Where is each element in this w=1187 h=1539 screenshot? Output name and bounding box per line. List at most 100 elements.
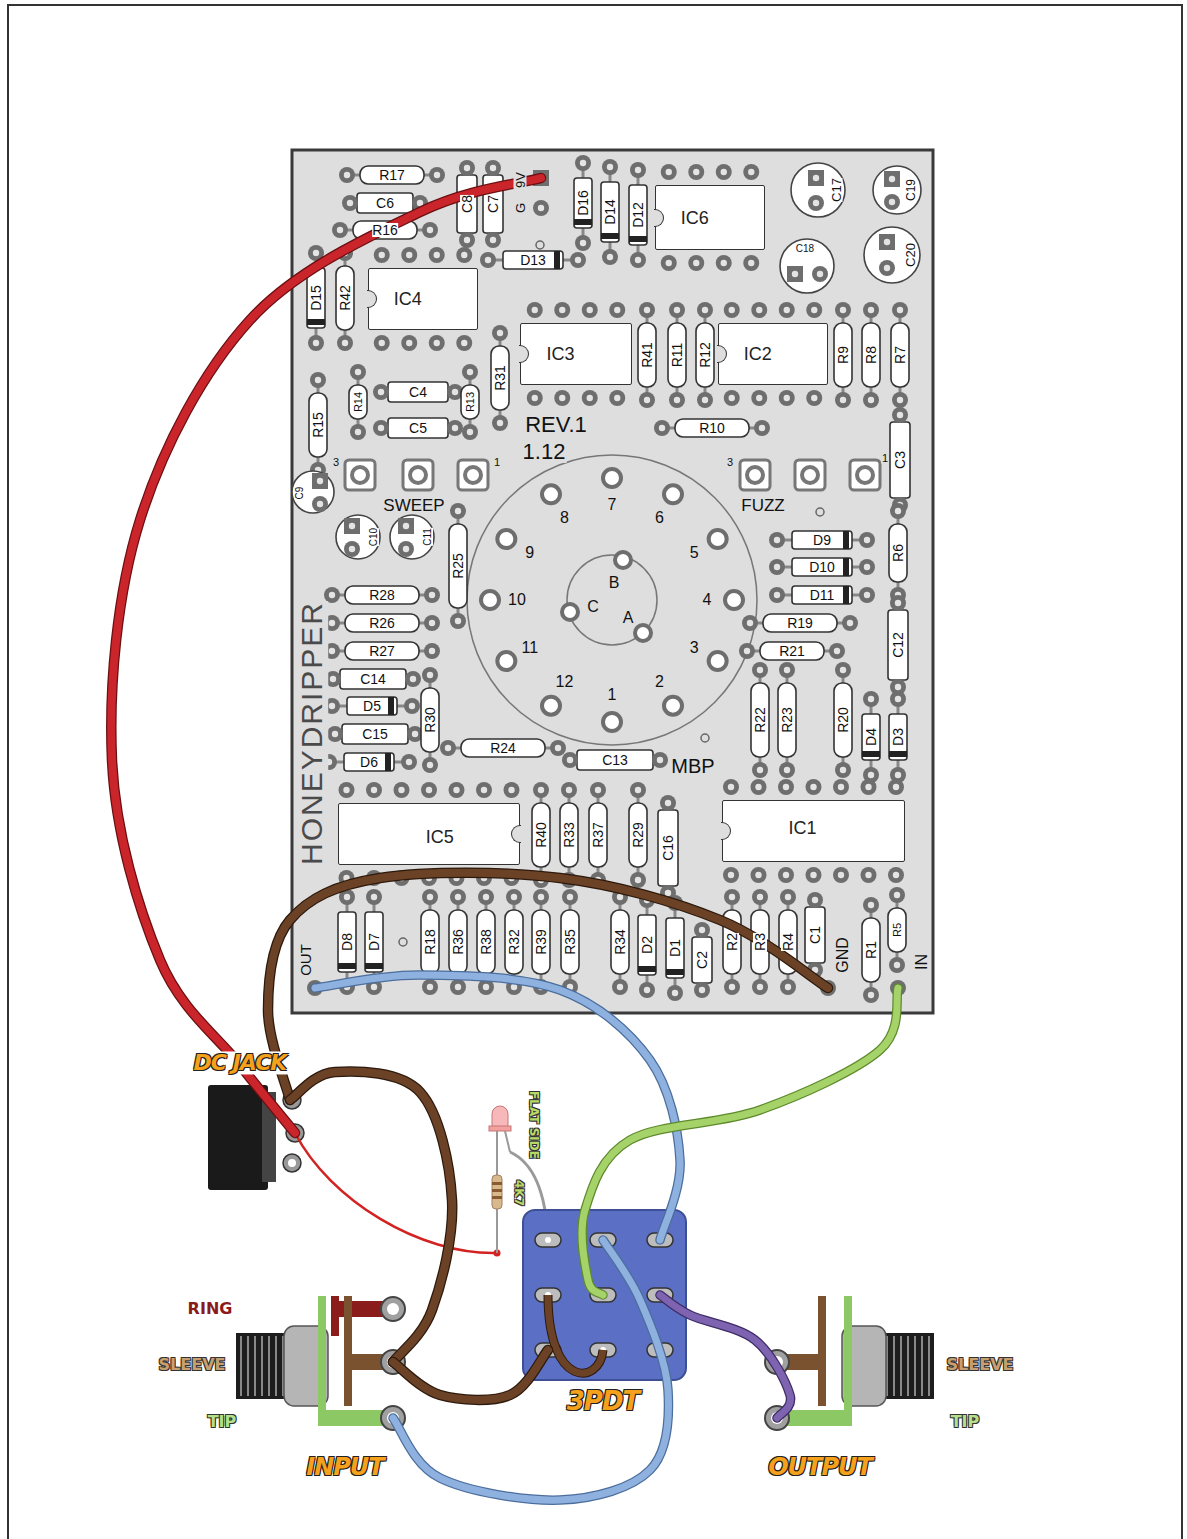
lug-hole	[288, 1159, 296, 1167]
resistor-symbol	[491, 346, 509, 410]
pot-pad-ring	[465, 467, 481, 483]
diode-symbol	[889, 714, 907, 760]
pad-hole	[729, 984, 735, 990]
mounting-hole	[816, 508, 824, 516]
solder-pad	[327, 726, 343, 742]
diode-symbol	[365, 912, 383, 972]
component-label: R23	[780, 707, 794, 733]
pad-hole	[868, 696, 874, 702]
component-label: R36	[451, 929, 465, 955]
ic-notch	[511, 825, 521, 843]
solder-pad	[570, 252, 586, 268]
solder-pad	[366, 782, 382, 798]
pad-hole	[452, 425, 458, 431]
thread-line	[261, 1336, 263, 1396]
pad-hole	[895, 772, 901, 778]
component-label: R14	[353, 392, 364, 412]
pad-hole	[755, 872, 761, 878]
pad-hole	[532, 395, 538, 401]
component-label: D5	[363, 699, 381, 713]
pad-hole	[378, 389, 384, 395]
thread-line	[254, 1336, 256, 1396]
mounting-hole	[701, 734, 709, 742]
component-label: C3	[893, 451, 907, 469]
component-label: C19	[905, 179, 917, 201]
wire	[582, 988, 898, 1295]
capacitor-symbol	[340, 669, 406, 689]
pad-hole	[748, 169, 754, 175]
component-label: C20	[904, 243, 917, 267]
square-pad	[808, 170, 824, 186]
capacitor-symbol	[357, 193, 413, 213]
pad-hole	[747, 620, 753, 626]
component-label: C18	[796, 244, 814, 254]
component-label: R29	[631, 822, 645, 848]
pad-hole	[759, 425, 765, 431]
pad-hole	[889, 176, 895, 182]
pad-hole	[317, 478, 323, 484]
board-text: 9V	[514, 171, 527, 189]
solder-pad	[806, 779, 822, 795]
switch-position-number: 9	[524, 545, 535, 561]
wire-outline	[660, 1295, 791, 1418]
lug-hole	[545, 1237, 551, 1243]
ic-notch	[519, 345, 529, 363]
pad-hole	[757, 894, 763, 900]
capacitor-symbol	[805, 907, 825, 963]
part-name: 3PDT	[565, 1388, 641, 1415]
solder-pad	[639, 392, 655, 408]
resistor-symbol	[629, 803, 647, 867]
pad-hole	[757, 984, 763, 990]
diode-band	[385, 753, 391, 771]
pad-hole	[811, 307, 817, 313]
pad-hole	[464, 165, 470, 171]
pad-hole	[897, 412, 903, 418]
component-label: R27	[369, 644, 395, 658]
pad-hole	[538, 894, 544, 900]
solder-pad	[456, 335, 472, 351]
board-text: GND	[835, 936, 851, 974]
sleeve-washer	[344, 1296, 352, 1406]
solder-pad	[716, 255, 732, 271]
pad-hole	[607, 254, 613, 260]
pad-hole	[403, 546, 409, 552]
solder-pad	[888, 867, 904, 883]
resistor-symbol	[345, 642, 419, 660]
solder-pad	[667, 985, 683, 1001]
pad-hole	[607, 164, 613, 170]
pad-hole	[483, 984, 489, 990]
resistor-symbol	[532, 910, 550, 974]
electrolytic-capacitor	[873, 166, 921, 214]
component-label: R22	[753, 707, 767, 733]
component-label: R7	[893, 346, 907, 364]
switch-position-number: 8	[559, 510, 570, 526]
component-label: R24	[490, 741, 516, 755]
diode-symbol	[792, 531, 852, 549]
resistor-symbol	[360, 166, 424, 184]
solder-pad	[630, 252, 646, 268]
pad-hole	[379, 340, 385, 346]
page-frame	[8, 5, 1182, 1539]
solder-pad	[639, 302, 655, 318]
pad-hole	[785, 894, 791, 900]
diode-band	[388, 697, 394, 715]
resistor-symbol	[638, 323, 656, 387]
rotary-rotor	[567, 555, 657, 645]
pad-hole	[329, 620, 335, 626]
wire	[290, 1072, 452, 1362]
solder-pad	[476, 782, 492, 798]
pad-hole	[406, 340, 412, 346]
component-label: R30	[423, 707, 437, 733]
component-label: D8	[340, 933, 354, 951]
component-label: R37	[591, 822, 605, 848]
pad-hole	[508, 787, 514, 793]
ic-label: IC4	[394, 290, 422, 309]
pad-hole	[784, 667, 790, 673]
component-label: C8	[460, 195, 474, 213]
solder-pad	[449, 782, 465, 798]
solder-pad	[424, 587, 440, 603]
pad-hole	[614, 395, 620, 401]
solder-pad	[879, 260, 895, 276]
switch-lug	[535, 1233, 561, 1247]
resistor-symbol	[760, 642, 824, 660]
